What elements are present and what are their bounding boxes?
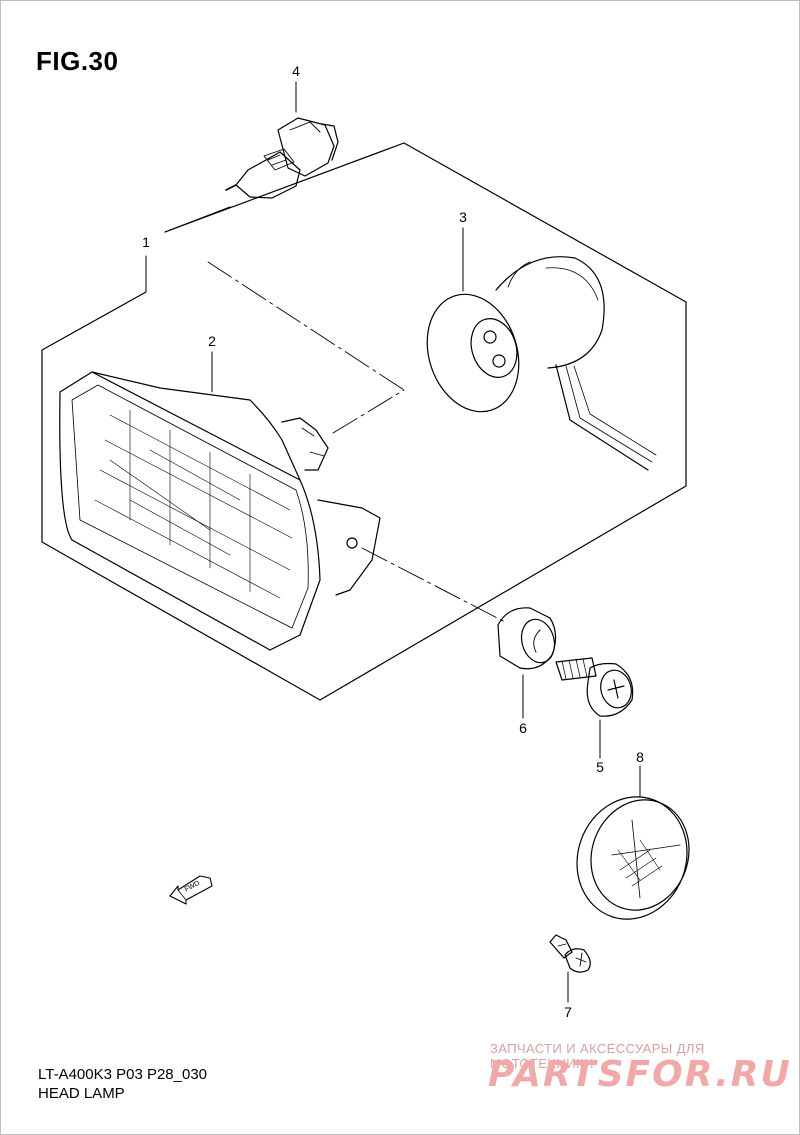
cap-part[interactable]: [560, 765, 704, 935]
bulb-part[interactable]: [225, 81, 339, 199]
socket-part[interactable]: [413, 227, 657, 471]
grommet-part[interactable]: [497, 607, 559, 719]
figure-title: FIG.30: [36, 46, 119, 76]
screw-part[interactable]: [555, 657, 635, 759]
section-name: HEAD LAMP: [38, 1085, 125, 1102]
callout-1: 1: [142, 234, 150, 250]
callout-6: 6: [519, 720, 527, 736]
watermark-tagline: ЗАПЧАСТИ И АКСЕССУАРЫ ДЛЯ МОТОТЕХНИКИ: [490, 1041, 705, 1071]
leader-lines: [207, 261, 506, 623]
callout-2: 2: [208, 333, 216, 349]
assembly-outline: [41, 142, 687, 701]
watermark-logo: PARTSFOR.RU: [488, 1054, 792, 1095]
callout-5: 5: [596, 759, 604, 775]
fwd-arrow-icon: [169, 875, 213, 905]
callout-3: 3: [459, 209, 467, 225]
callout-4: 4: [292, 63, 300, 79]
model-code: LT-A400K3 P03 P28_030: [38, 1066, 208, 1083]
head-lamp-part[interactable]: [59, 351, 381, 651]
small-screw-part[interactable]: [549, 934, 591, 1003]
callout-8: 8: [636, 749, 644, 765]
callout-7: 7: [564, 1004, 572, 1020]
figure-footer: LT-A400K3 P03 P28_030 HEAD LAMP: [38, 1065, 207, 1103]
